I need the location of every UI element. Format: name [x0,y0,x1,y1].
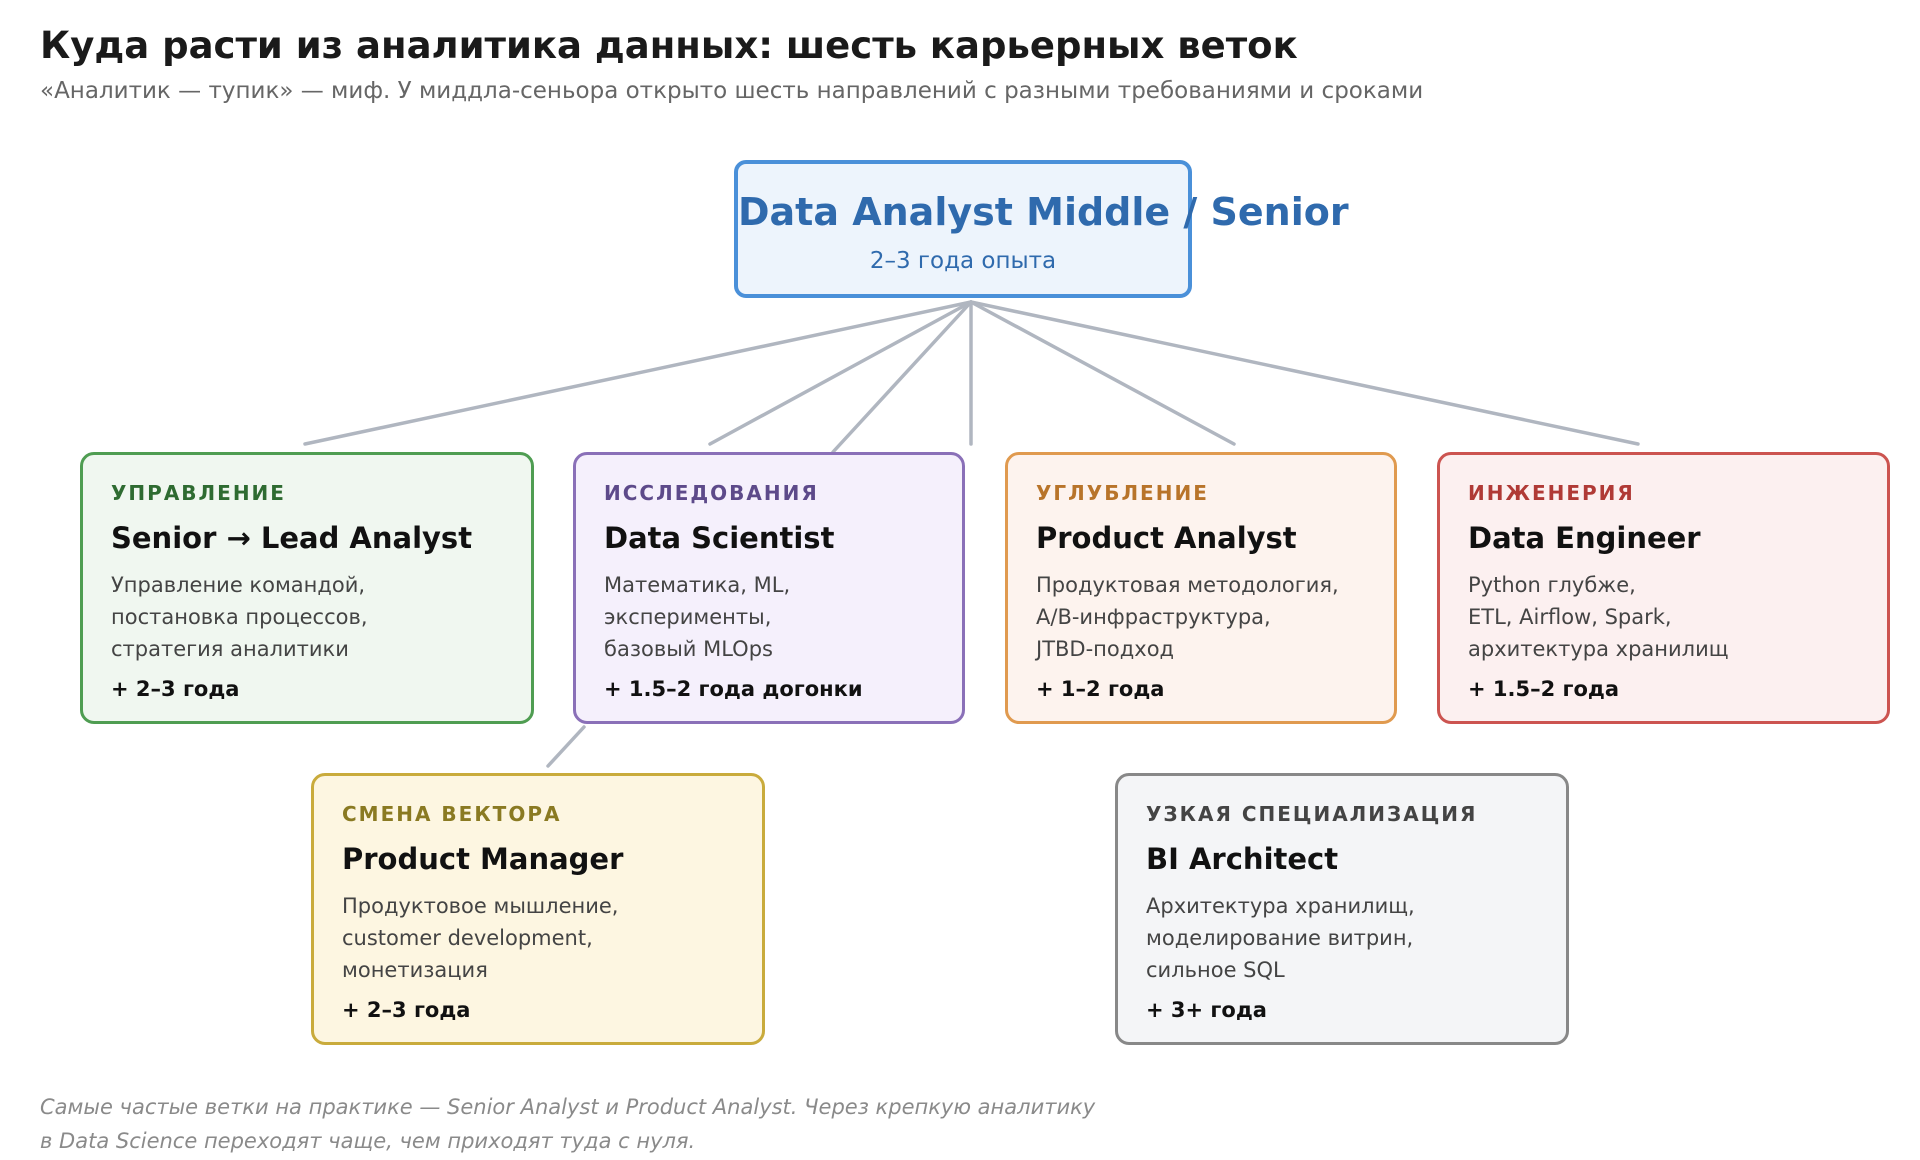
card-product-manager: СМЕНА ВЕКТОРА Product Manager Продуктово… [311,773,765,1045]
connector-lead [303,300,973,446]
card-description: Архитектура хранилищ, моделирование витр… [1146,890,1538,986]
card-desc-line: моделирование витрин, [1146,926,1414,950]
card-duration: + 3+ года [1146,998,1267,1022]
footer-note: Самые частые ветки на практике — Senior … [40,1090,1095,1158]
root-title: Data Analyst Middle / Senior [738,190,1349,234]
card-desc-line: customer development, [342,926,593,950]
card-duration: + 1.5–2 года [1468,677,1620,701]
card-description: Продуктовое мышление, customer developme… [342,890,734,986]
card-desc-line: стратегия аналитики [111,637,349,661]
card-duration: + 2–3 года [342,998,471,1022]
footer-line: Самые частые ветки на практике — Senior … [40,1095,1096,1119]
card-title: Senior → Lead Analyst [111,521,473,555]
card-desc-line: Python глубже, [1468,573,1636,597]
connector-ds [831,300,973,454]
card-category: УПРАВЛЕНИЕ [111,481,286,505]
card-description: Управление командой, постановка процессо… [111,569,503,665]
connector-de [969,300,1236,446]
card-description: Продуктовая методология, A/B-инфраструкт… [1036,569,1366,665]
card-category: ИССЛЕДОВАНИЯ [604,481,819,505]
connector-ds-pm [546,725,586,768]
card-desc-line: Математика, ML, [604,573,791,597]
card-data-engineer: ИНЖЕНЕРИЯ Data Engineer Python глубже, E… [1437,452,1890,724]
card-description: Математика, ML, эксперименты, базовый ML… [604,569,934,665]
card-duration: + 1.5–2 года догонки [604,677,863,701]
root-subtitle: 2–3 года опыта [869,248,1057,274]
page-subtitle: «Аналитик — тупик» — миф. У миддла-сеньо… [40,78,1424,104]
card-category: ИНЖЕНЕРИЯ [1468,481,1635,505]
card-category: УЗКАЯ СПЕЦИАЛИЗАЦИЯ [1146,802,1478,826]
card-desc-line: Продуктовая методология, [1036,573,1339,597]
card-desc-line: A/B-инфраструктура, [1036,605,1271,629]
card-bi-architect: УЗКАЯ СПЕЦИАЛИЗАЦИЯ BI Architect Архитек… [1115,773,1569,1045]
card-duration: + 1–2 года [1036,677,1165,701]
connector-pm [708,300,973,446]
card-title: Data Engineer [1468,521,1701,555]
card-title: Product Analyst [1036,521,1297,555]
card-category: УГЛУБЛЕНИЕ [1036,481,1209,505]
card-desc-line: Управление командой, [111,573,366,597]
card-desc-line: архитектура хранилищ [1468,637,1729,661]
connector-bi [969,300,1640,446]
card-desc-line: постановка процессов, [111,605,368,629]
card-desc-line: Архитектура хранилищ, [1146,894,1415,918]
card-desc-line: сильное SQL [1146,958,1285,982]
root-node-data-analyst: Data Analyst Middle / Senior 2–3 года оп… [734,160,1349,298]
card-desc-line: Продуктовое мышление, [342,894,619,918]
card-desc-line: монетизация [342,958,488,982]
card-data-scientist: ИССЛЕДОВАНИЯ Data Scientist Математика, … [573,452,965,724]
card-title: Product Manager [342,842,624,876]
card-desc-line: ETL, Airflow, Spark, [1468,605,1672,629]
card-product-analyst: УГЛУБЛЕНИЕ Product Analyst Продуктовая м… [1005,452,1397,724]
card-lead-analyst: УПРАВЛЕНИЕ Senior → Lead Analyst Управле… [80,452,534,724]
card-title: Data Scientist [604,521,835,555]
card-description: Python глубже, ETL, Airflow, Spark, архи… [1468,569,1859,665]
page-title: Куда расти из аналитика данных: шесть ка… [40,24,1298,67]
card-desc-line: эксперименты, [604,605,772,629]
card-desc-line: JTBD-подход [1036,637,1175,661]
card-title: BI Architect [1146,842,1339,876]
footer-line: в Data Science переходят чаще, чем прихо… [40,1129,696,1153]
card-desc-line: базовый MLOps [604,637,773,661]
card-duration: + 2–3 года [111,677,240,701]
card-category: СМЕНА ВЕКТОРА [342,802,562,826]
